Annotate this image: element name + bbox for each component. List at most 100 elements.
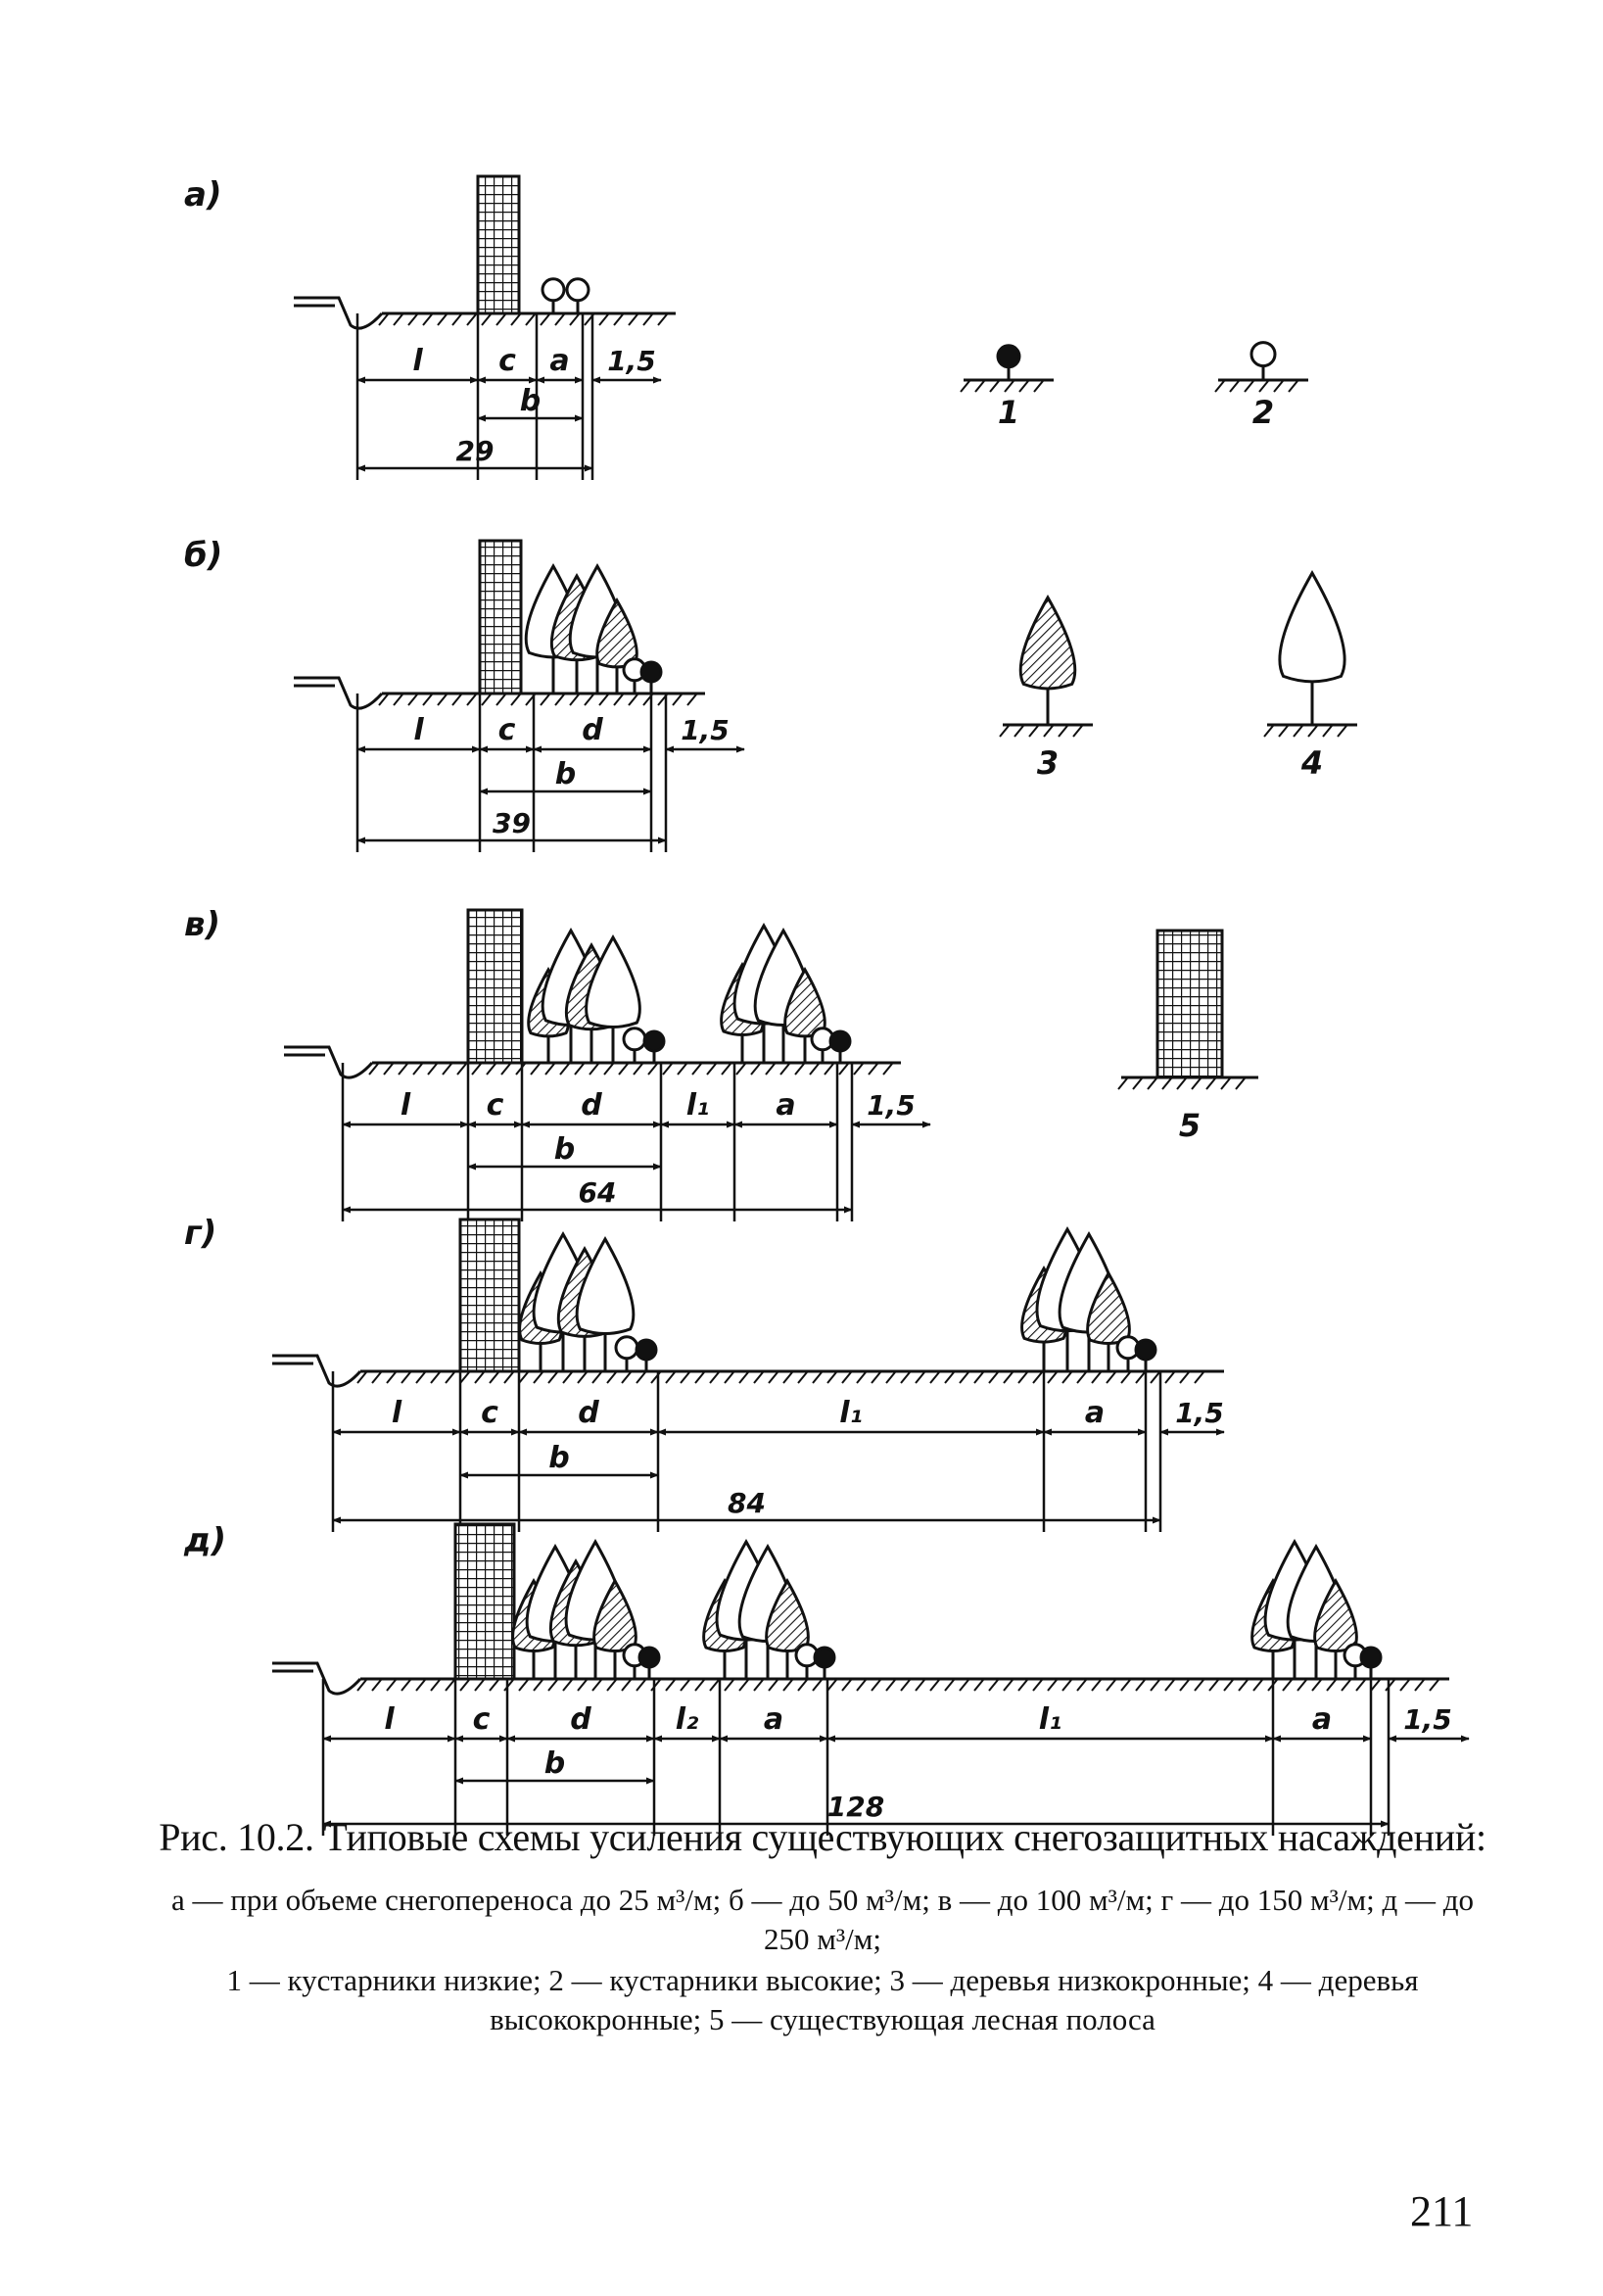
ground-hatching (368, 1063, 893, 1076)
dimension-label: l₁ (839, 1396, 862, 1430)
ground-hatching (960, 380, 1044, 393)
road-ditch (284, 1045, 374, 1079)
dimension-label: l₂ (676, 1702, 698, 1737)
dimension-label: c (473, 1702, 491, 1737)
tall-shrub-icon (565, 277, 590, 303)
dimension-label: l (384, 1702, 395, 1737)
legend-item: 3 (999, 594, 1093, 782)
scheme-panel: б) l c d 1,5 b 39 (184, 536, 745, 852)
legend-item: 5 (1117, 929, 1258, 1144)
road-ditch (272, 1354, 362, 1388)
dimension-label: c (498, 713, 516, 747)
dimension-label: d (570, 1702, 591, 1737)
forest-strip-icon (476, 174, 521, 315)
dimension-label: a (764, 1702, 783, 1737)
tall-shrub-icon (614, 1335, 639, 1361)
ground-hatching (356, 1371, 1204, 1384)
low-shrub-icon (996, 344, 1021, 369)
panel-letter: а) (184, 175, 221, 215)
legend-number: 5 (1179, 1107, 1201, 1144)
legend-item: 1 (960, 344, 1054, 431)
ground-hatching (1263, 725, 1347, 738)
low-crown-tree-icon (1018, 594, 1077, 691)
b-label: b (544, 1746, 565, 1781)
total-width-label: 39 (493, 807, 531, 839)
tall-shrub-icon (541, 277, 566, 303)
dimension-label: c (498, 344, 516, 378)
dimension-label: l₁ (686, 1088, 709, 1123)
total-width-label: 64 (579, 1176, 617, 1209)
dimension-label: a (549, 344, 569, 378)
dimension-label: l (392, 1396, 402, 1430)
tall-shrub-icon (622, 1027, 647, 1052)
dimension-label: d (581, 1088, 602, 1123)
b-label: b (548, 1441, 569, 1475)
tall-shrub-icon (1249, 341, 1277, 368)
figure-caption-legend: 1 — кустарники низкие; 2 — кустарники вы… (226, 1963, 1419, 2036)
b-label: b (520, 384, 541, 418)
low-shrub-icon (637, 1646, 661, 1669)
ground-hatching (1214, 380, 1298, 393)
forest-strip-icon (466, 908, 524, 1065)
dimension-label: l (413, 713, 424, 747)
total-width-label: 29 (456, 435, 495, 467)
road-ditch (294, 296, 384, 330)
figure-caption-title: Рис. 10.2. Типовые схемы усиления сущест… (159, 1815, 1486, 1859)
low-shrub-icon (828, 1029, 852, 1053)
ground-hatching (378, 313, 668, 326)
low-shrub-icon (1134, 1338, 1157, 1362)
dimension-label: l (412, 344, 423, 378)
high-crown-tree-icon (1278, 569, 1346, 684)
margin-label: 1,5 (1403, 1703, 1452, 1736)
dimension-label: a (1085, 1396, 1105, 1430)
legend-number: 4 (1300, 744, 1323, 782)
figure-caption-schemes: а — при объеме снегопереноса до 25 м³/м;… (170, 1883, 1475, 1956)
forest-strip-icon (453, 1522, 516, 1681)
b-label: b (554, 1132, 575, 1167)
ground-hatching (1117, 1077, 1246, 1090)
margin-label: 1,5 (1175, 1397, 1224, 1429)
legend-item: 4 (1263, 569, 1357, 782)
total-width-label: 84 (728, 1487, 766, 1519)
margin-label: 1,5 (681, 714, 730, 746)
dimension-label: d (582, 713, 603, 747)
b-label: b (555, 757, 576, 791)
margin-label: 1,5 (867, 1089, 916, 1122)
low-shrub-icon (1359, 1646, 1383, 1669)
forest-strip-icon (478, 539, 523, 695)
ground-hatching (999, 725, 1083, 738)
panel-letter: г) (184, 1214, 216, 1253)
forest-strip-icon (1155, 929, 1224, 1079)
dimension-label: l (401, 1088, 411, 1123)
ground-hatching (356, 1679, 1439, 1692)
dimension-label: c (487, 1088, 504, 1123)
dimension-label: c (481, 1396, 498, 1430)
legend-number: 2 (1252, 394, 1274, 431)
low-shrub-icon (642, 1029, 666, 1053)
ground-hatching (378, 694, 697, 706)
dimension-label: a (776, 1088, 795, 1123)
low-shrub-icon (635, 1338, 658, 1362)
forest-strip-icon (458, 1218, 521, 1373)
scheme-panel: в) l c d l₁ a 1,5 b64 (184, 905, 931, 1221)
panel-letter: в) (184, 905, 220, 944)
road-ditch (272, 1661, 362, 1696)
legend-number: 3 (1037, 744, 1059, 782)
dimension-label: l₁ (1039, 1702, 1061, 1737)
margin-label: 1,5 (607, 345, 656, 377)
low-shrub-icon (813, 1646, 836, 1669)
road-ditch (294, 676, 384, 710)
panel-letter: д) (183, 1521, 226, 1560)
panel-letter: б) (184, 536, 222, 575)
low-shrub-icon (639, 660, 663, 684)
page-number: 211 (1410, 2187, 1474, 2235)
dimension-label: d (578, 1396, 599, 1430)
scheme-panel: д) l c d l₂ a l₁ a 1,5 b 128 (183, 1521, 1470, 1836)
legend-item: 2 (1214, 341, 1308, 431)
scheme-panel: г) l c d l₁ a 1,5 b 84 (184, 1214, 1225, 1532)
legend-number: 1 (998, 394, 1019, 431)
dimension-label: a (1312, 1702, 1332, 1737)
total-width-label: 128 (827, 1791, 884, 1823)
